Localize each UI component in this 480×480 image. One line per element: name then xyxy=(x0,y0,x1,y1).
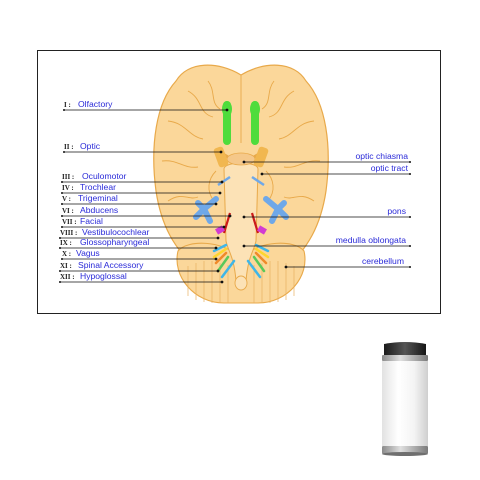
svg-text:IV :: IV : xyxy=(62,184,74,192)
label-vestibulocochlear: VIII : Vestibulocochlear xyxy=(59,227,220,240)
label-hypoglossal: XII : Hypoglossal xyxy=(59,271,224,284)
svg-text:optic chiasma: optic chiasma xyxy=(355,151,408,161)
left-label-group: I : Olfactory II : Optic III : Oculomoto… xyxy=(59,99,232,284)
label-vagus: X : Vagus xyxy=(61,248,218,261)
svg-text:Optic: Optic xyxy=(80,141,101,151)
label-abducens: VI : Abducens xyxy=(61,205,232,218)
svg-text:Trochlear: Trochlear xyxy=(80,182,116,192)
cranial-nerves-diagram: I : Olfactory II : Optic III : Oculomoto… xyxy=(59,64,411,304)
brain-sulci xyxy=(161,75,321,202)
label-optic-chiasma: optic chiasma xyxy=(242,151,411,164)
svg-text:I :: I : xyxy=(64,101,71,109)
svg-text:IX :: IX : xyxy=(60,239,72,247)
svg-text:III :: III : xyxy=(62,173,74,181)
tumbler-base xyxy=(382,446,428,454)
label-optic: II : Optic xyxy=(63,141,223,154)
trigeminal-right xyxy=(263,196,289,224)
svg-text:Facial: Facial xyxy=(80,216,103,226)
label-glossopharyngeal: IX : Glossopharyngeal xyxy=(59,237,218,250)
tumbler-body xyxy=(382,361,428,447)
svg-text:Spinal Accessory: Spinal Accessory xyxy=(78,260,144,270)
svg-text:Trigeminal: Trigeminal xyxy=(78,193,118,203)
tumbler-rim xyxy=(382,355,428,361)
svg-text:medulla oblongata: medulla oblongata xyxy=(336,235,406,245)
svg-text:VIII :: VIII : xyxy=(60,229,77,237)
label-trigeminal: V : Trigeminal xyxy=(61,193,218,206)
svg-text:XII :: XII : xyxy=(60,273,75,281)
svg-text:optic tract: optic tract xyxy=(371,163,409,173)
label-cerebellum: cerebellum xyxy=(284,256,411,269)
svg-text:XI :: XI : xyxy=(60,262,72,270)
label-olfactory: I : Olfactory xyxy=(63,99,229,112)
label-trochlear: IV : Trochlear xyxy=(61,182,222,195)
svg-text:Oculomotor: Oculomotor xyxy=(82,171,127,181)
svg-text:Olfactory: Olfactory xyxy=(78,99,113,109)
label-pons: pons xyxy=(242,206,411,219)
svg-text:V :: V : xyxy=(62,195,71,203)
right-label-group: optic chiasma optic tract pons medulla o… xyxy=(242,151,411,269)
mug-print-panel: I : Olfactory II : Optic III : Oculomoto… xyxy=(37,50,441,314)
label-optic-tract: optic tract xyxy=(260,163,411,176)
svg-text:Vestibulocochlear: Vestibulocochlear xyxy=(82,227,149,237)
tumbler-lid xyxy=(384,342,426,358)
label-spinal-accessory: XI : Spinal Accessory xyxy=(59,260,220,273)
svg-text:VI :: VI : xyxy=(62,207,74,215)
svg-text:VII :: VII : xyxy=(62,218,77,226)
svg-text:Abducens: Abducens xyxy=(80,205,118,215)
svg-text:X :: X : xyxy=(62,250,71,258)
svg-text:Vagus: Vagus xyxy=(76,248,100,258)
label-medulla-oblongata: medulla oblongata xyxy=(242,235,411,248)
svg-text:cerebellum: cerebellum xyxy=(362,256,404,266)
label-facial: VII : Facial xyxy=(61,216,226,229)
svg-text:Hypoglossal: Hypoglossal xyxy=(80,271,127,281)
svg-text:Glossopharyngeal: Glossopharyngeal xyxy=(80,237,149,247)
svg-text:pons: pons xyxy=(387,206,406,216)
optic-chiasma-shape xyxy=(226,152,256,166)
tumbler-image[interactable] xyxy=(376,340,434,458)
facial-nerve-right xyxy=(250,212,260,234)
svg-text:II :: II : xyxy=(64,143,74,151)
label-oculomotor: III : Oculomotor xyxy=(61,171,224,184)
